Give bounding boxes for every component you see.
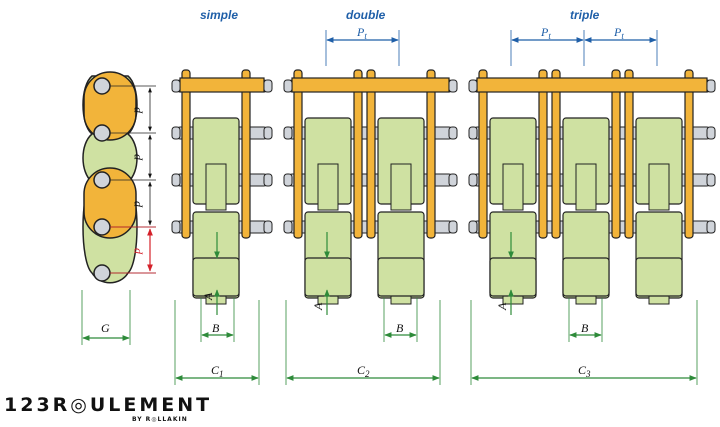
simple-chain-pin-cap-l-0	[171, 79, 181, 93]
triple-chain-outer-top-bar	[476, 77, 708, 93]
double-chain-pin-cap-r-0	[448, 79, 458, 93]
header-simple: simple	[200, 8, 239, 22]
triple-chain-pin-cap-r-0	[706, 79, 716, 93]
triple-chain-outer-right-0	[538, 69, 548, 239]
triple-chain-inner-plate-end-1	[562, 257, 610, 297]
label-G: G	[101, 321, 110, 335]
double-chain-inner-plate-end-0	[304, 257, 352, 297]
label-pt-triple-1: Pt	[540, 25, 551, 41]
double-chain-outer-left-0	[293, 69, 303, 239]
simple-chain-pin-cap-l-2	[171, 173, 181, 187]
label-B-double: B	[396, 321, 404, 335]
double-chain-pin-cap-r-1	[448, 126, 458, 140]
simple-chain-pin-cap-r-3	[263, 220, 273, 234]
triple-chain-outer-left-2	[624, 69, 634, 239]
simple-chain-pin-cap-l-1	[171, 126, 181, 140]
double-chain-pin-cap-l-1	[283, 126, 293, 140]
label-pt-triple-2: Pt	[613, 25, 624, 41]
double-chain-pin-cap-r-2	[448, 173, 458, 187]
double-chain-pin-cap-l-2	[283, 173, 293, 187]
triple-chain-outer-right-1	[611, 69, 621, 239]
double-chain-outer-right-0	[353, 69, 363, 239]
double-chain-outer-top-bar	[291, 77, 450, 93]
double-chain-pin-cap-r-3	[448, 220, 458, 234]
dimension-lines	[174, 30, 698, 385]
label-C3: C3	[578, 363, 591, 379]
label-C1: C1	[211, 363, 224, 379]
double-chain-outer-left-1	[366, 69, 376, 239]
dimension-labels: p p p p G B B B A A A Pt Pt Pt C1 C2 C3	[101, 25, 624, 379]
simple-chain-pin-cap-l-3	[171, 220, 181, 234]
header-triple: triple	[570, 8, 600, 22]
triple-chain-inner-plate-end-0	[489, 257, 537, 297]
label-C2: C2	[357, 363, 370, 379]
double-chain-roller-0-0	[317, 163, 339, 211]
label-p-red: p	[129, 248, 143, 255]
header-double: double	[346, 8, 386, 22]
simple-chain-pin-cap-r-2	[263, 173, 273, 187]
triple-chain-pin-cap-l-0	[468, 79, 478, 93]
triple-chain-pin-cap-l-2	[468, 173, 478, 187]
simple-chain-pin-cap-r-1	[263, 126, 273, 140]
triple-chain-pin-cap-l-3	[468, 220, 478, 234]
simple-chain-pin-cap-r-0	[263, 79, 273, 93]
triple-chain-outer-right-2	[684, 69, 694, 239]
simple-chain-roller-0-0	[205, 163, 227, 211]
triple-chain-pin-cap-l-1	[468, 126, 478, 140]
simple-chain-outer-right-0	[241, 69, 251, 239]
double-chain-roller-1-0	[390, 163, 412, 211]
label-p-1: p	[129, 107, 143, 114]
double-chain-pin-cap-l-0	[283, 79, 293, 93]
label-A-double: A	[311, 302, 325, 311]
label-A-simple: A	[201, 292, 215, 301]
triple-chain-roller-1-0	[575, 163, 597, 211]
triple-chain-pin-cap-r-1	[706, 126, 716, 140]
triple-chain-roller-0-0	[502, 163, 524, 211]
simple-chain-inner-plate-end-0	[192, 257, 240, 297]
double-chain-pin-cap-l-3	[283, 220, 293, 234]
label-B-simple: B	[212, 321, 220, 335]
simple-chain-outer-left-0	[181, 69, 191, 239]
triple-chain-pin-cap-r-3	[706, 220, 716, 234]
double-chain-outer-right-1	[426, 69, 436, 239]
triple-chain-inner-plate-end-2	[635, 257, 683, 297]
label-p-3: p	[129, 201, 143, 208]
label-pt-double: Pt	[356, 25, 367, 41]
side-pins	[93, 77, 111, 282]
label-B-triple: B	[581, 321, 589, 335]
triple-chain-roller-2-0	[648, 163, 670, 211]
triple-chain-outer-left-1	[551, 69, 561, 239]
simple-chain-outer-top-bar	[179, 77, 265, 93]
side-view	[81, 71, 156, 345]
label-A-triple: A	[495, 302, 509, 311]
top-view-chains	[171, 69, 716, 305]
brand-logo-subtitle: BY R◎LLAKIN	[132, 416, 188, 423]
triple-chain-outer-left-0	[478, 69, 488, 239]
triple-chain-pin-cap-r-2	[706, 173, 716, 187]
double-chain-inner-plate-end-1	[377, 257, 425, 297]
label-p-2: p	[129, 154, 143, 161]
brand-logo: 123R◎ULEMENT	[4, 394, 213, 416]
